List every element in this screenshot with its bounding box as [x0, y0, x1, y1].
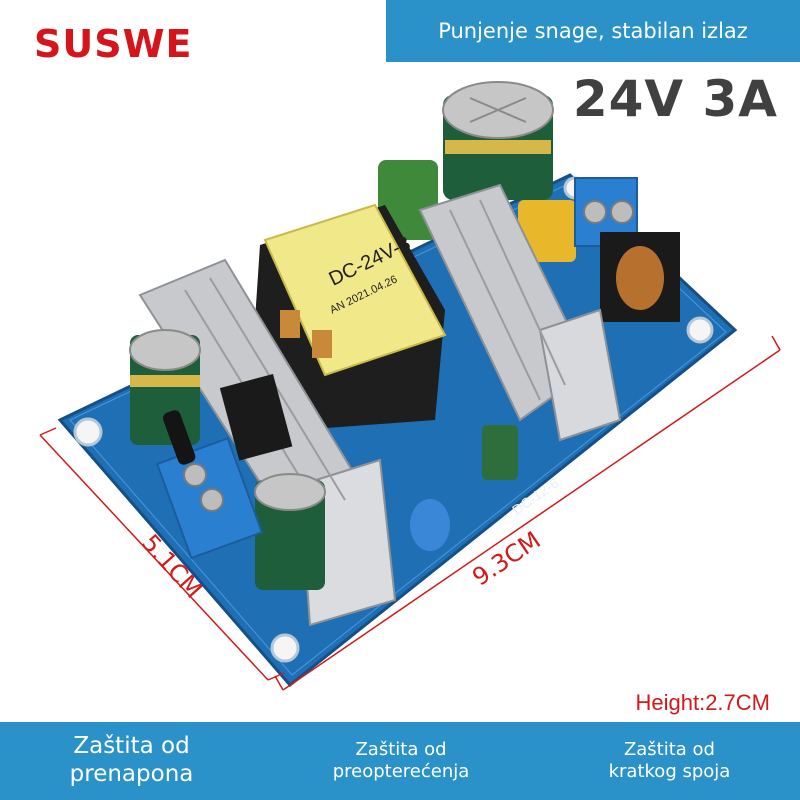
brand-logo: SUSWE [34, 22, 193, 66]
mosfet [219, 373, 293, 461]
capacitor-large [442, 81, 554, 200]
feature-line: prenapona [69, 761, 194, 787]
mounting-hole [270, 633, 300, 663]
capacitor-small [482, 425, 518, 480]
pcb-product-illustration: DC-24V-3 AN 2021.04.26 DC-12-6 [39, 81, 781, 691]
heatsink-right [418, 183, 622, 442]
mounting-hole [686, 316, 714, 344]
rating-label: 24V 3A [572, 70, 778, 128]
feature-line: kratkog spoja [608, 761, 731, 782]
capacitor-bottom [254, 473, 326, 590]
features-bar: Zaštita od prenapona Zaštita od preopter… [0, 722, 800, 800]
x-capacitor [518, 200, 576, 262]
mounting-hole [73, 417, 103, 447]
feature-overload: Zaštita od preopterećenja [333, 739, 470, 782]
fuse [162, 410, 196, 465]
feature-overvoltage: Zaštita od prenapona [70, 733, 194, 788]
transformer: DC-24V-3 AN 2021.04.26 [255, 203, 447, 430]
feature-short-circuit: Zaštita od kratkog spoja [609, 739, 731, 782]
inductor [600, 232, 680, 322]
feature-line: Zaštita od [355, 739, 447, 761]
input-terminal [155, 437, 264, 560]
feature-line: preopterećenja [332, 761, 470, 782]
top-banner: Punjenje snage, stabilan izlaz [386, 0, 800, 62]
dimension-lines [39, 335, 781, 691]
height-dimension-label: Height:2.7CM [635, 690, 770, 715]
feature-line: Zaštita od [623, 739, 715, 761]
feature-line: Zaštita od [73, 733, 190, 760]
capacitor-left [129, 329, 201, 445]
y-capacitor [410, 499, 450, 551]
